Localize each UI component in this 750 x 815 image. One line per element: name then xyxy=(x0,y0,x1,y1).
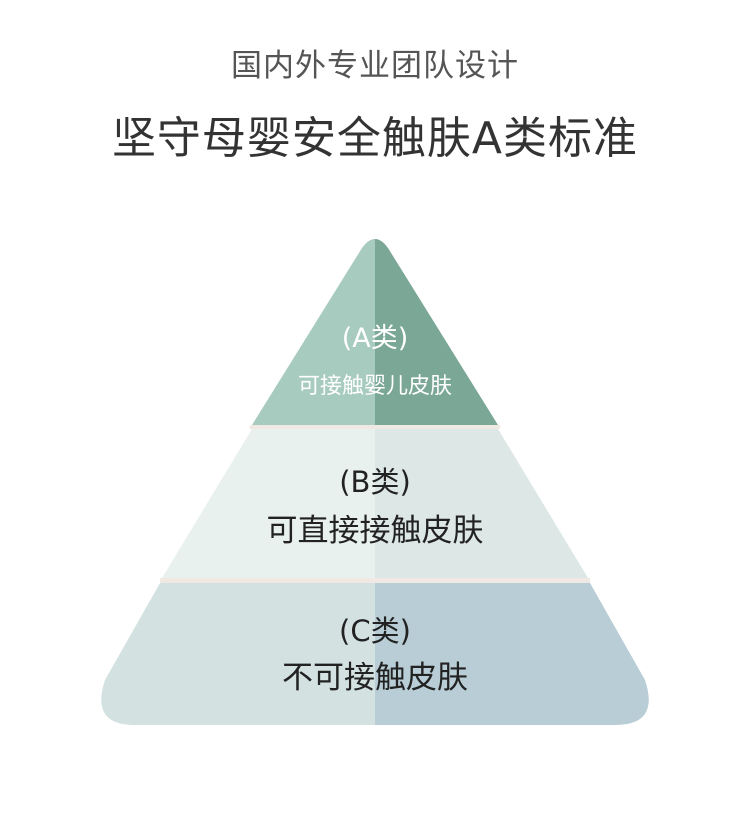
tier-c-class-label: (C类) xyxy=(339,614,411,648)
tier-c-shape xyxy=(101,583,649,725)
separator-ab xyxy=(250,425,500,429)
page-subtitle: 国内外专业团队设计 xyxy=(231,48,519,84)
tier-a-class-label: (A类) xyxy=(341,323,409,354)
tier-a-description: 可接触婴儿皮肤 xyxy=(297,374,452,399)
tier-c-description: 不可接触皮肤 xyxy=(282,660,468,696)
tier-b-class-label: (B类) xyxy=(339,465,411,499)
separator-bc xyxy=(160,578,590,583)
page-title: 坚守母婴安全触肤A类标准 xyxy=(111,113,639,164)
tier-b-description: 可直接接触皮肤 xyxy=(266,513,484,549)
